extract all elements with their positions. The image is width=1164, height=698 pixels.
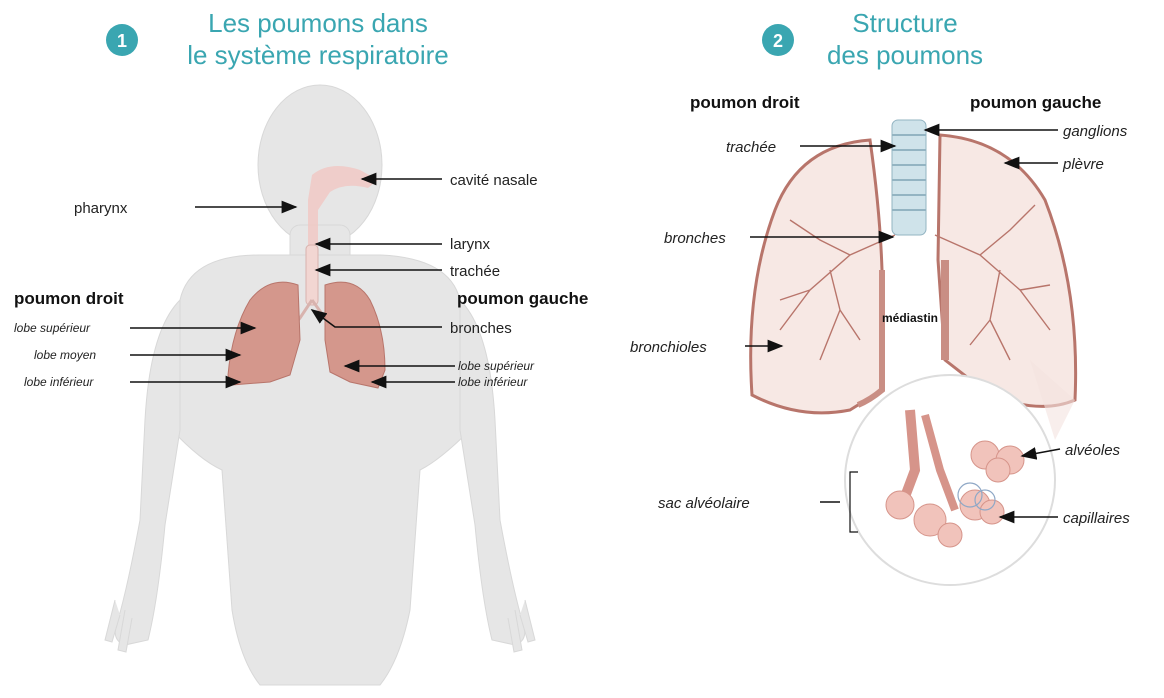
label-cavite-nasale: cavité nasale [450, 172, 538, 189]
trachea-structure [892, 120, 926, 235]
label-bronches-2: bronches [664, 230, 726, 247]
label-trachee-1: trachée [450, 263, 500, 280]
panel-2-title-line2: des poumons [827, 40, 983, 70]
label-poumon-gauche-1: poumon gauche [457, 289, 588, 308]
label-bronchioles: bronchioles [630, 339, 707, 356]
lungs-structure [751, 120, 1076, 413]
panel-1: 1 Les poumons dans le système respiratoi… [14, 8, 588, 685]
panel-1-title-line2: le système respiratoire [187, 40, 449, 70]
label-pharynx: pharynx [74, 200, 128, 217]
label-mediastin: médiastin [882, 311, 938, 325]
label-lobe-inferieur-droit: lobe inférieur [24, 375, 94, 389]
label-lobe-inferieur-gauche: lobe inférieur [458, 375, 528, 389]
label-trachee-2: trachée [726, 139, 776, 156]
label-ganglions: ganglions [1063, 123, 1128, 140]
panel-1-title-line1: Les poumons dans [208, 8, 428, 38]
label-larynx: larynx [450, 236, 491, 253]
label-plevre: plèvre [1062, 156, 1104, 173]
label-poumon-droit-1: poumon droit [14, 289, 124, 308]
right-lung-structure [751, 140, 882, 413]
left-lung-structure [938, 135, 1076, 406]
badge-1-number: 1 [117, 31, 127, 51]
label-sac-alveolaire: sac alvéolaire [658, 495, 750, 512]
badge-2-number: 2 [773, 31, 783, 51]
label-lobe-moyen: lobe moyen [34, 348, 96, 362]
label-bronches-1: bronches [450, 320, 512, 337]
label-lobe-superieur-gauche: lobe supérieur [458, 359, 535, 373]
panel-2-title-line1: Structure [852, 8, 958, 38]
panel-2: 2 Structure des poumons poumon droit pou… [630, 8, 1130, 585]
label-poumon-droit-2: poumon droit [690, 93, 800, 112]
label-alveoles: alvéoles [1065, 442, 1121, 459]
label-poumon-gauche-2: poumon gauche [970, 93, 1101, 112]
label-lobe-superieur-droit: lobe supérieur [14, 321, 91, 335]
label-capillaires: capillaires [1063, 510, 1130, 527]
